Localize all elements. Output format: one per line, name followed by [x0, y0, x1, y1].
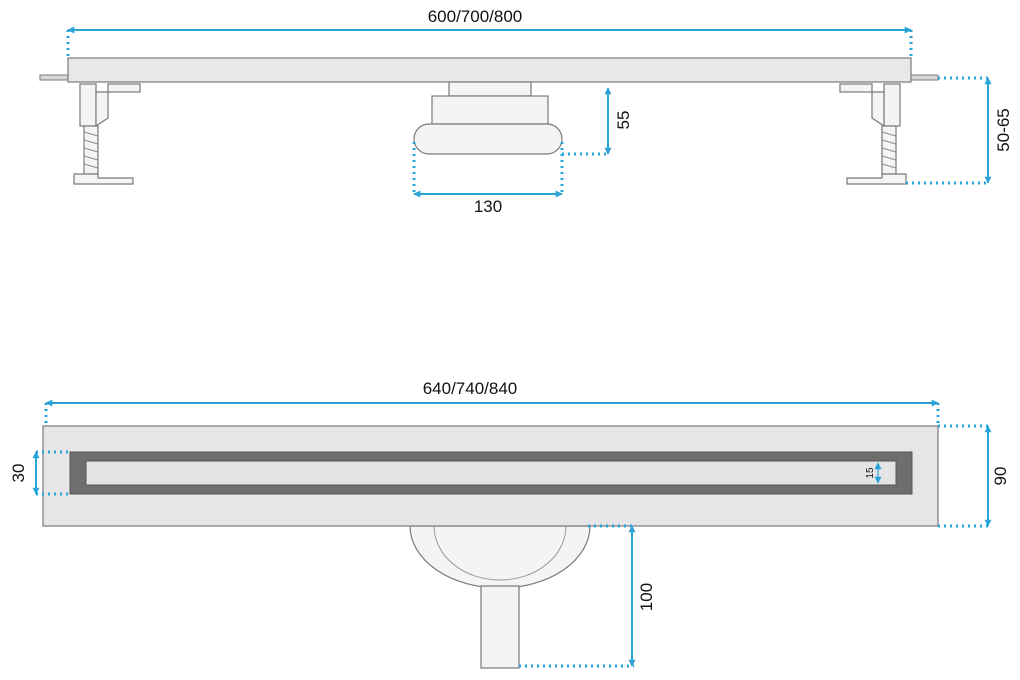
- grate-insert: [85, 460, 897, 486]
- outlet-bowl-inner: [433, 525, 567, 581]
- outlet-drop-label: 100: [637, 583, 656, 611]
- left-leveling-foot: [73, 83, 141, 185]
- top-view: 640/740/840 30 15 90 100: [9, 379, 1010, 669]
- dimension-side-length: 600/700/800: [66, 7, 913, 58]
- dimension-outlet-drop: 100: [519, 524, 656, 668]
- outlet-bowl: [409, 525, 591, 589]
- dimension-outlet-height: 55: [562, 87, 633, 156]
- dimension-top-length: 640/740/840: [44, 379, 940, 426]
- dimension-plate-width: 90: [938, 424, 1010, 528]
- channel-body: [67, 57, 912, 83]
- outlet-pipe: [480, 585, 520, 669]
- slot-width-label: 15: [865, 467, 876, 479]
- dimension-total-height: 50-65: [906, 76, 1013, 185]
- outlet-width-label: 130: [474, 197, 502, 216]
- plate-width-label: 90: [991, 467, 1010, 486]
- total-height-label: 50-65: [994, 108, 1013, 151]
- right-leveling-foot: [839, 83, 907, 185]
- dimension-grate-width: 30: [9, 450, 70, 496]
- side-view: 600/700/800 55 130 50-65: [39, 7, 1013, 216]
- dimension-slot-width: 15: [865, 462, 882, 484]
- top-length-label: 640/740/840: [423, 379, 518, 398]
- dimension-outlet-width: 130: [412, 142, 564, 216]
- grate-width-label: 30: [9, 464, 28, 483]
- side-length-label: 600/700/800: [428, 7, 523, 26]
- outlet-siphon-side: [413, 81, 563, 155]
- outlet-height-label: 55: [614, 111, 633, 130]
